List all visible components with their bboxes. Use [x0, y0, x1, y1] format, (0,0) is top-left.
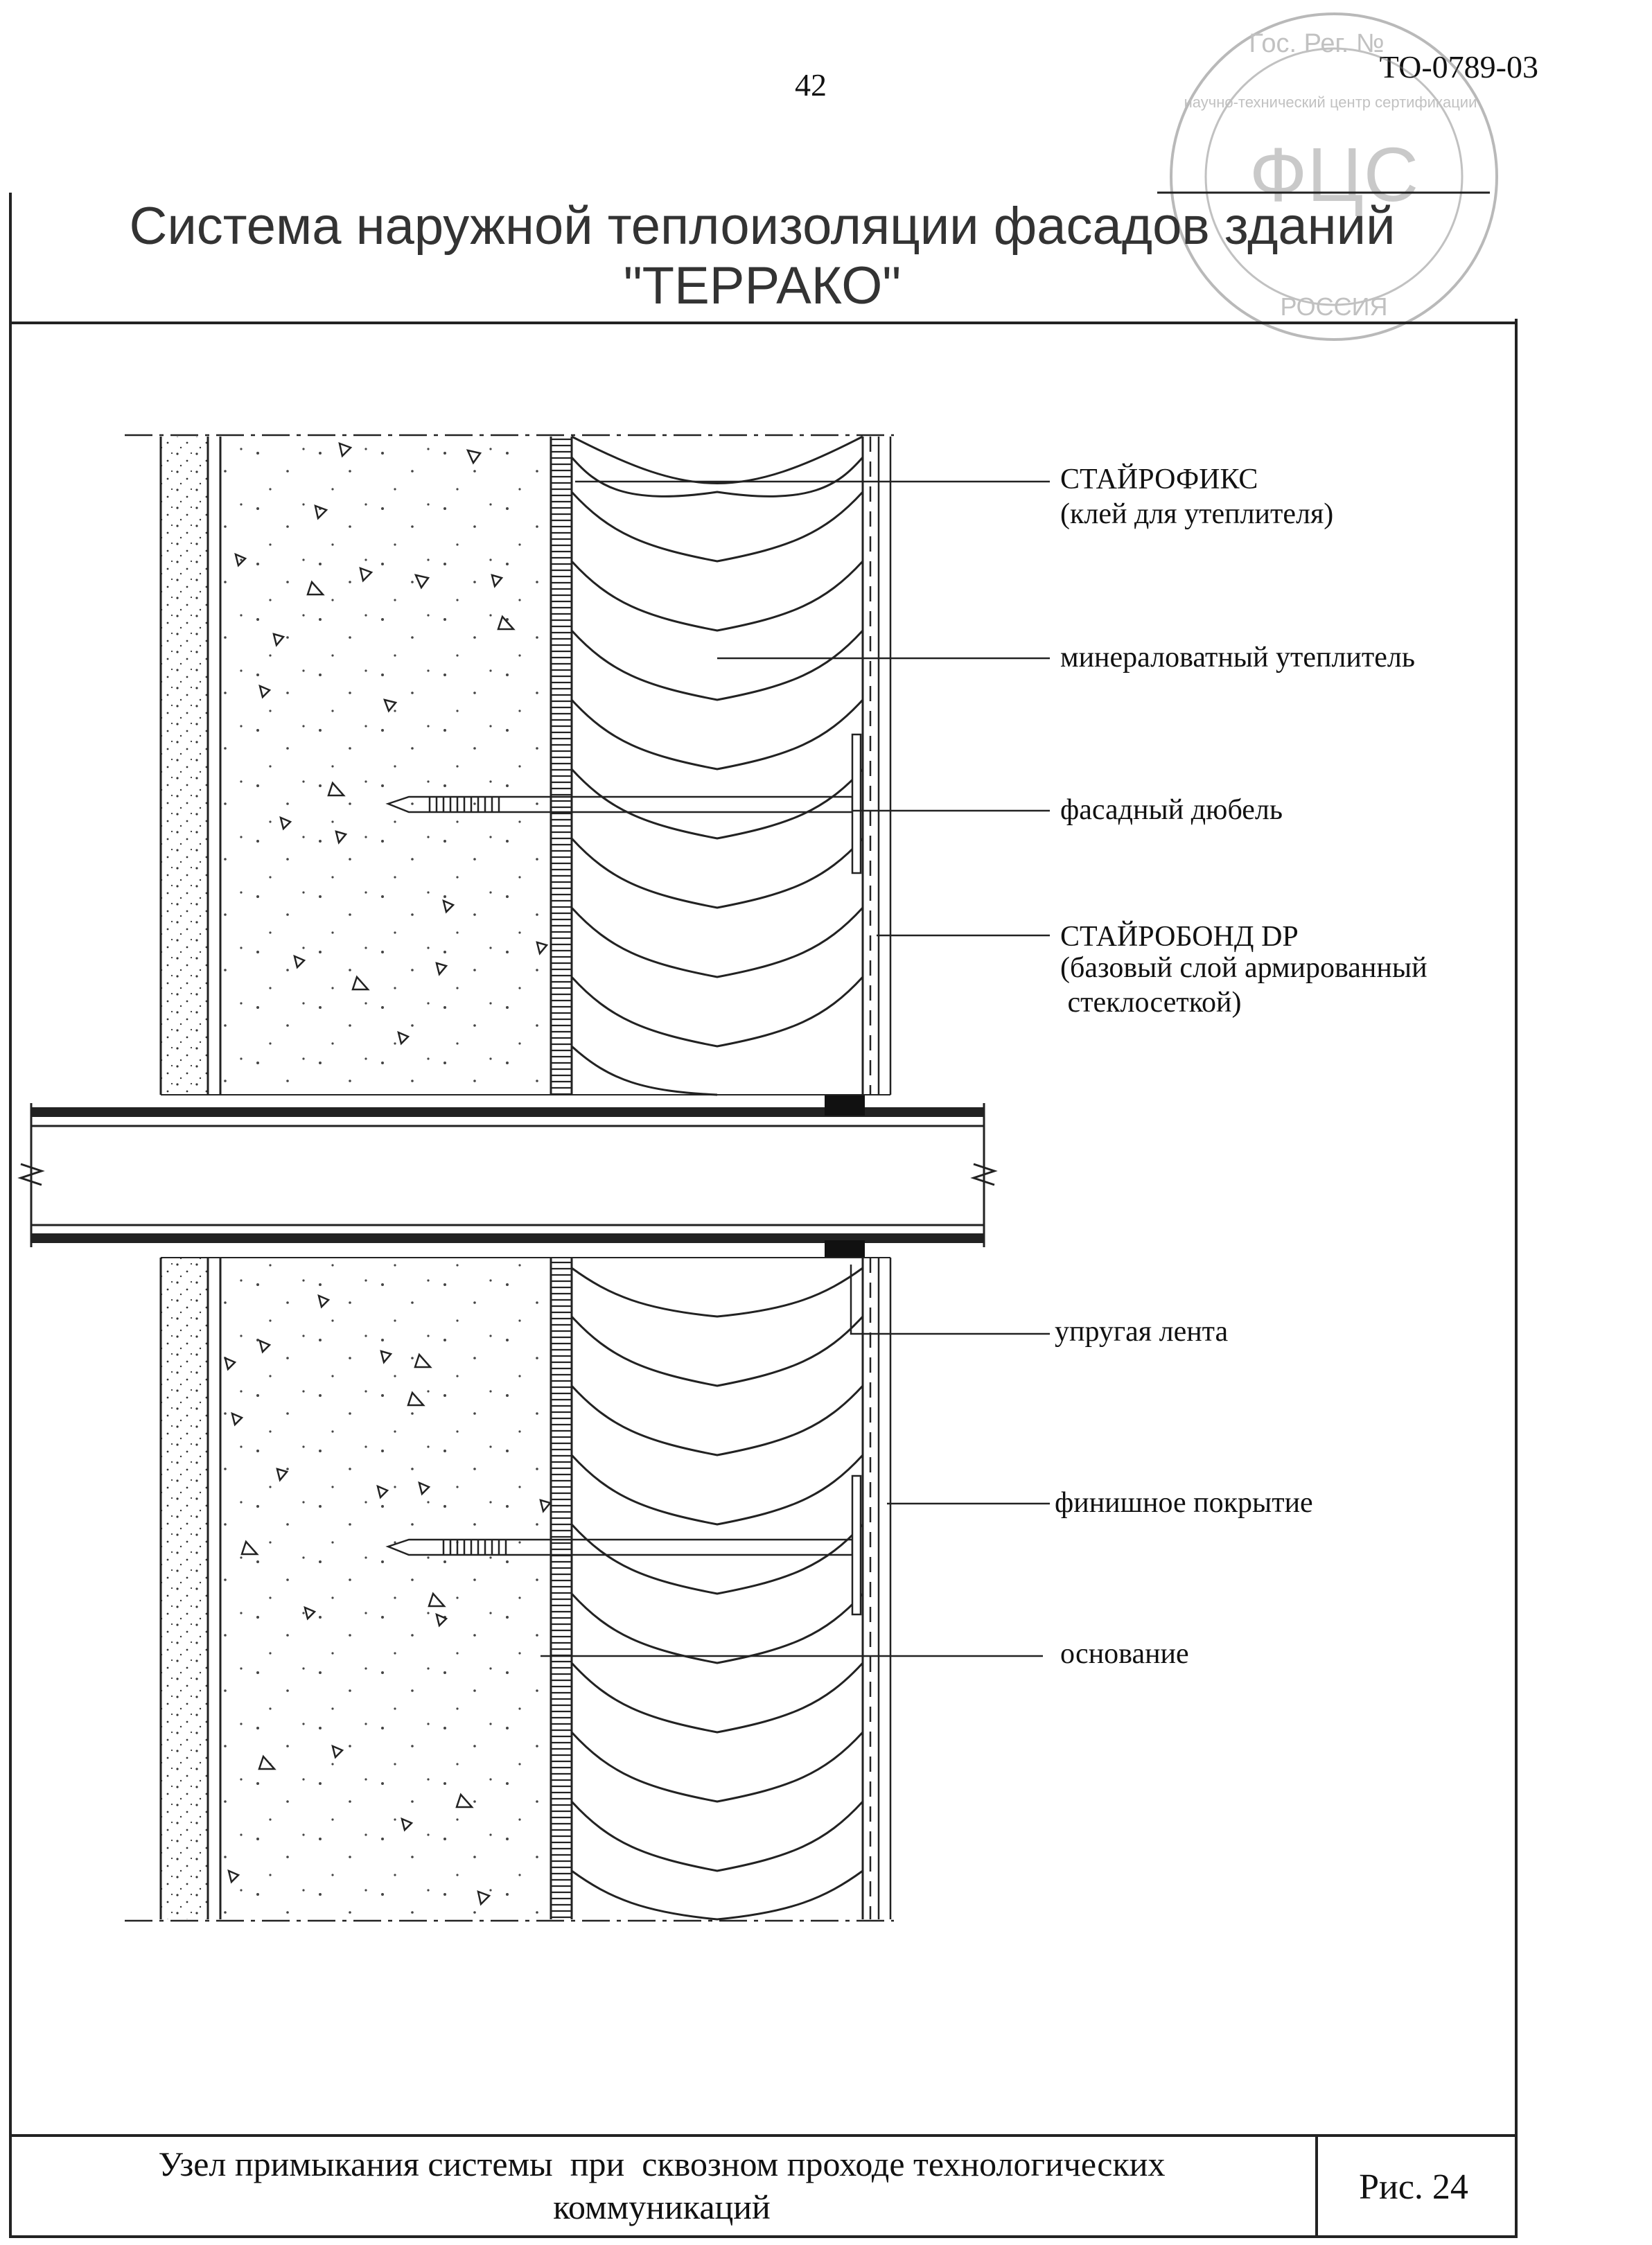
section-break-lines — [125, 434, 894, 1922]
title-line-2: "ТЕРРАКО" — [624, 256, 902, 315]
plaster-layer — [161, 1258, 208, 1919]
label-insulation: минераловатный утеплитель — [1060, 642, 1415, 674]
label-stayrobond-desc-1: (базовый слой армированный — [1060, 952, 1427, 984]
doc-code: ТО-0789-03 — [1380, 49, 1538, 85]
label-base: основание — [1060, 1638, 1189, 1670]
pipe-break-left — [17, 1163, 45, 1186]
elastic-tape-top — [825, 1095, 865, 1116]
facade-dowel-lower — [385, 1474, 862, 1616]
label-stayrobond-desc-2: стеклосеткой) — [1060, 987, 1241, 1019]
title-line-1: Система наружной теплоизоляции фасадов з… — [129, 197, 1395, 256]
pipe-communication — [17, 1094, 998, 1258]
wall-section-upper — [159, 437, 892, 1095]
stamp-top-text: Гос. Рег. № — [1249, 29, 1384, 58]
label-dowel: фасадный дюбель — [1060, 794, 1283, 826]
masonry-base — [220, 437, 547, 1095]
page-number: 42 — [795, 67, 827, 103]
stamp-center-text: ФЦС — [1249, 132, 1418, 218]
pipe-wall-top — [31, 1107, 984, 1117]
masonry-base — [220, 1258, 547, 1919]
label-elastic-tape: упругая лента — [1055, 1316, 1229, 1348]
label-stayrofix: СТАЙРОФИКС — [1060, 464, 1258, 495]
caption-line-1: Узел примыкания системы при сквозном про… — [158, 2145, 1165, 2183]
stamp-bottom-text: РОССИЯ — [1280, 292, 1387, 321]
wall-section-lower — [159, 1258, 892, 1919]
stamp-mid-text: научно-технический центр сертификации — [1184, 94, 1477, 111]
callout-labels: СТАЙРОФИКС (клей для утеплителя) минерал… — [1055, 464, 1427, 1670]
label-stayrofix-desc: (клей для утеплителя) — [1060, 498, 1333, 530]
adhesive-layer — [551, 437, 572, 1095]
elastic-tape-bottom — [825, 1240, 865, 1258]
pipe-break-right — [970, 1163, 998, 1186]
pipe-wall-bottom — [31, 1233, 984, 1243]
facade-dowel-upper — [385, 733, 862, 874]
figure-number: Рис. 24 — [1359, 2167, 1468, 2207]
aggregate-marks — [224, 442, 552, 1906]
caption-line-2: коммуникаций — [553, 2187, 771, 2226]
leader-lines — [541, 480, 1050, 1657]
label-finish-coat: финишное покрытие — [1055, 1487, 1313, 1519]
plaster-layer — [161, 437, 208, 1095]
adhesive-layer — [551, 1258, 572, 1919]
insulation-waves — [570, 435, 864, 1921]
insulation-layer — [572, 437, 863, 1095]
caption-block: Узел примыкания системы при сквозном про… — [10, 2134, 1516, 2238]
label-stayrobond: СТАЙРОБОНД DP — [1060, 921, 1299, 953]
certification-stamp: ФЦС Гос. Рег. № научно-технический центр… — [1170, 12, 1498, 341]
